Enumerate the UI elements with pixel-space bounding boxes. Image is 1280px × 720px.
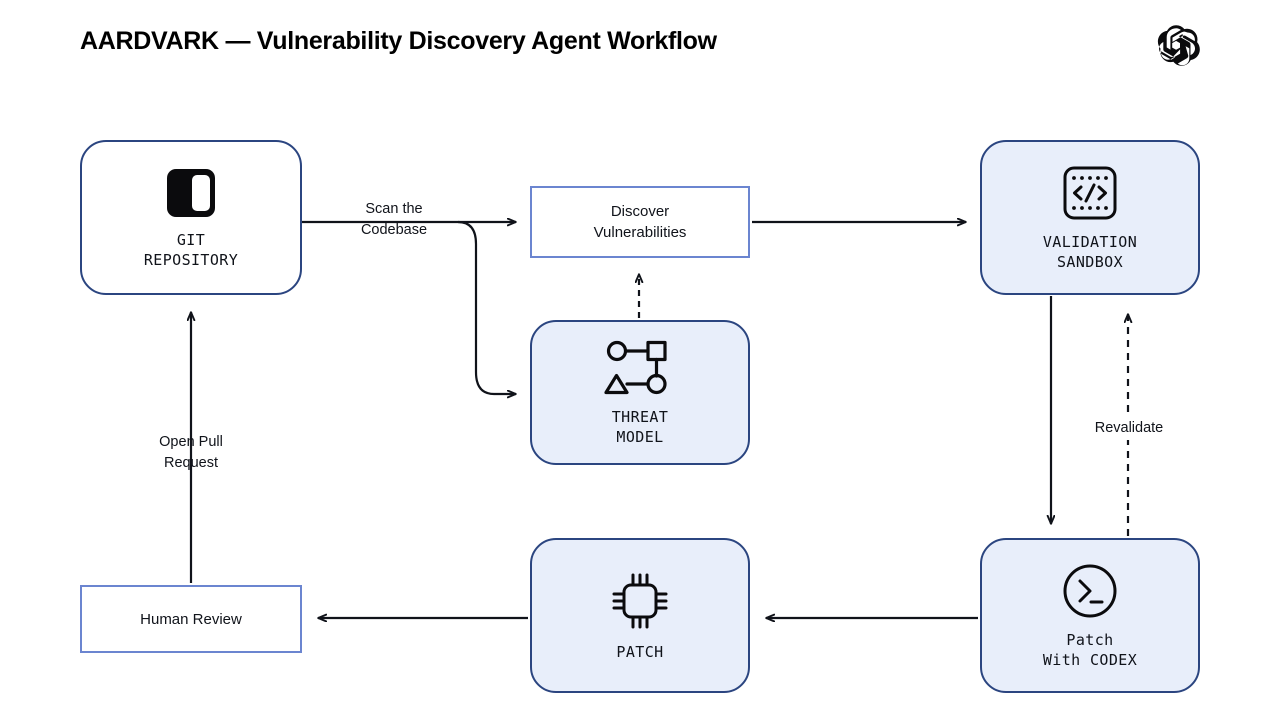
- node-patch-with-codex[interactable]: Patch With CODEX: [980, 538, 1200, 693]
- node-patch[interactable]: PATCH: [530, 538, 750, 693]
- node-human-review[interactable]: Human Review: [80, 585, 302, 653]
- node-validation-sandbox[interactable]: VALIDATION SANDBOX: [980, 140, 1200, 295]
- edge-label-open-pull-request: Open Pull Request: [159, 434, 223, 471]
- node-git-repository[interactable]: GIT REPOSITORY: [80, 140, 302, 295]
- openai-logo-icon: [1157, 25, 1200, 66]
- node-label: Patch With CODEX: [1042, 630, 1138, 669]
- threat-graph-icon: [604, 340, 667, 394]
- node-label: GIT REPOSITORY: [143, 230, 239, 269]
- node-label: THREAT MODEL: [611, 407, 669, 446]
- node-label: Discover Vulnerabilities: [593, 203, 687, 241]
- node-discover-vulnerabilities[interactable]: Discover Vulnerabilities: [530, 186, 750, 258]
- repository-icon: [167, 168, 215, 217]
- chip-icon: [612, 573, 668, 628]
- edge-git-to-threat: [457, 220, 516, 394]
- node-threat-model[interactable]: THREAT MODEL: [530, 320, 750, 465]
- edge-label-revalidate: Revalidate: [1094, 420, 1164, 436]
- node-label: Human Review: [140, 610, 242, 628]
- code-sandbox-icon: [1063, 166, 1117, 219]
- node-label: PATCH: [616, 642, 664, 661]
- node-label: VALIDATION SANDBOX: [1042, 232, 1138, 271]
- page-title: AARDVARK — Vulnerability Discovery Agent…: [80, 27, 717, 55]
- terminal-prompt-icon: [1063, 564, 1117, 617]
- edge-label-scan-the-codebase: Scan the Codebase: [360, 201, 428, 238]
